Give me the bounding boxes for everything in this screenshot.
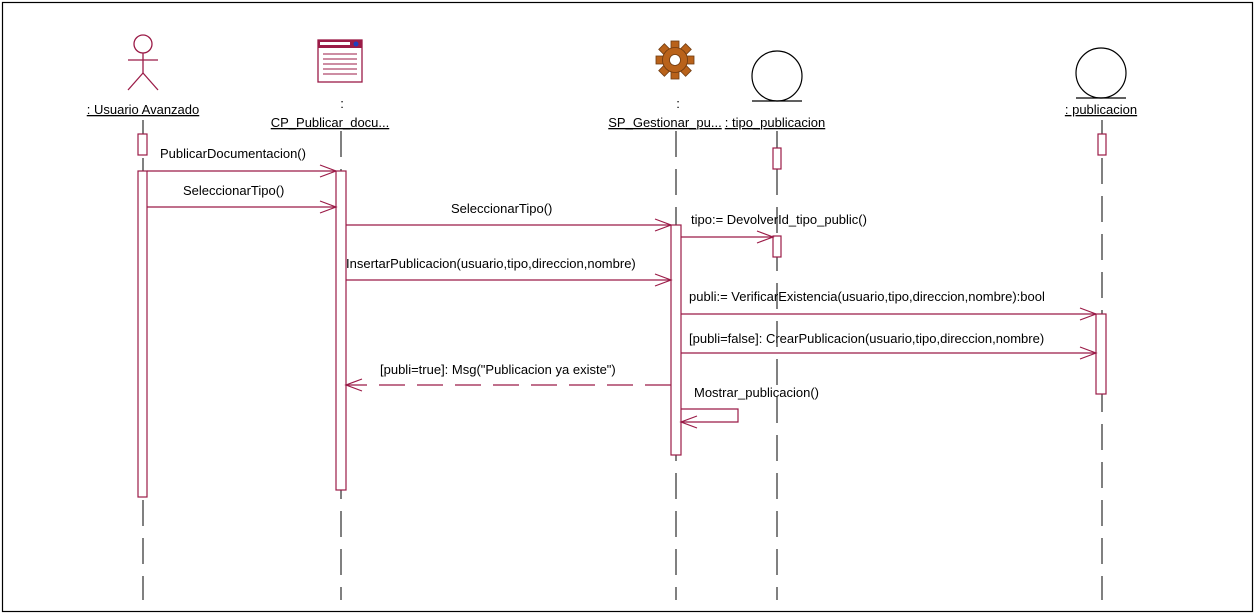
arrowhead [756, 230, 775, 244]
message-label: SeleccionarTipo() [451, 201, 552, 216]
message-label: publi:= VerificarExistencia(usuario,tipo… [689, 289, 1045, 304]
arrowhead [679, 415, 698, 429]
activation-bar [335, 170, 347, 491]
activation-bar [137, 133, 148, 156]
activation-bar [137, 170, 148, 498]
arrowhead [1079, 307, 1098, 321]
arrowhead [1079, 346, 1098, 360]
message-label: PublicarDocumentacion() [160, 146, 306, 161]
message-label: InsertarPublicacion(usuario,tipo,direcci… [346, 256, 636, 271]
activation-bar [1095, 313, 1107, 395]
arrowhead [319, 200, 338, 214]
participant-label-sp-gestionar: SP_Gestionar_pu... [608, 115, 721, 130]
participant-label-colon: : [676, 96, 680, 111]
message-label: [publi=false]: CrearPublicacion(usuario,… [689, 331, 1044, 346]
entity-circle-icon [1075, 47, 1127, 99]
participant-label-usuario-avanzado: : Usuario Avanzado [87, 102, 200, 117]
participant-label-tipo-publicacion: : tipo_publicacion [725, 115, 825, 130]
arrowhead [654, 218, 673, 232]
participant-label-cp-publicar: CP_Publicar_docu... [271, 115, 390, 130]
activation-bar [670, 224, 682, 456]
entity-circle-icon [751, 50, 803, 102]
message-label: [publi=true]: Msg("Publicacion ya existe… [380, 362, 616, 377]
participant-label-publicacion: : publicacion [1065, 102, 1137, 117]
activation-bar [772, 235, 782, 258]
message-label: Mostrar_publicacion() [694, 385, 819, 400]
activation-bar [772, 147, 782, 170]
gear-icon [655, 40, 695, 80]
self-message-arrow [681, 408, 739, 423]
message-label: tipo:= DevolverId_tipo_public() [691, 212, 867, 227]
participant-label-colon: : [340, 96, 344, 111]
arrowhead [344, 378, 363, 392]
activation-bar [1097, 133, 1107, 156]
form-window-icon [317, 39, 363, 83]
actor-stick-figure-icon [127, 34, 159, 91]
arrowhead [319, 164, 338, 178]
arrowhead [654, 273, 673, 287]
message-label: SeleccionarTipo() [183, 183, 284, 198]
